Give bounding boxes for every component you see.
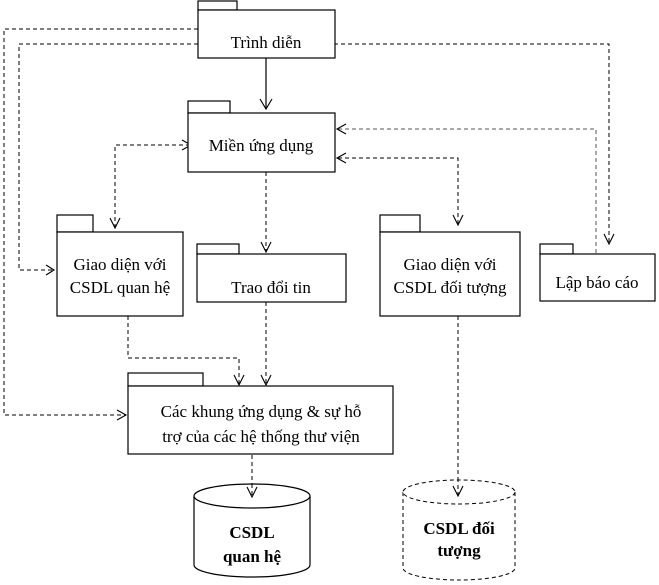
database-csdl-doi-tuong[interactable]: CSDL đối tượng xyxy=(402,479,516,581)
connector-mien-ung-dung-to-trao-doi-tin xyxy=(260,172,272,254)
package-label-line-1: Giao diện với xyxy=(403,255,496,274)
connector-mien-ung-dung-to-giao-dien-csdl-quan-he xyxy=(109,139,193,230)
package-label: Miền ứng dụng xyxy=(209,136,314,155)
package-trinh-dien[interactable]: Trình diễn xyxy=(197,0,336,59)
connector-mien-ung-dung-to-giao-dien-csdl-doi-tuong xyxy=(335,152,464,227)
arrowhead xyxy=(246,486,258,499)
package-label-line-2: trợ của các hệ thống thư viện xyxy=(162,427,360,446)
package-mien-ung-dung[interactable]: Miền ứng dụng xyxy=(187,100,336,173)
connector-trinh-dien-to-giao-dien-csdl-quan-he xyxy=(18,43,198,276)
package-label-line-1: Các khung ứng dụng & sự hỗ xyxy=(161,402,362,421)
package-label-line-2: CSDL đối tượng xyxy=(394,278,507,297)
package-label: Trình diễn xyxy=(231,33,302,52)
package-cac-khung-ung-dung[interactable]: Các khung ứng dụng & sự hỗ trợ của các h… xyxy=(127,372,394,455)
connector-trinh-dien-to-lap-bao-cao xyxy=(334,43,615,246)
database-label-line-1: CSDL đối xyxy=(423,519,495,538)
connector-trinh-dien-to-mien-ung-dung xyxy=(259,58,273,111)
package-trao-doi-tin[interactable]: Trao đổi tin xyxy=(196,243,347,303)
package-label-line-2: CSDL quan hệ xyxy=(70,278,170,297)
connector-giao-dien-csdl-quan-he-to-cac-khung xyxy=(127,316,245,387)
database-label-line-1: CSDL xyxy=(229,523,274,542)
database-csdl-quan-he[interactable]: CSDL quan hệ xyxy=(193,483,311,578)
package-giao-dien-csdl-doi-tuong[interactable]: Giao diện với CSDL đối tượng xyxy=(379,214,521,317)
connector-trao-doi-tin-to-cac-khung xyxy=(260,302,272,387)
connector-trinh-dien-to-cac-khung xyxy=(3,28,198,421)
package-label: Lập báo cáo xyxy=(555,273,638,292)
package-giao-dien-csdl-quan-he[interactable]: Giao diện với CSDL quan hệ xyxy=(56,214,184,317)
database-label-line-2: quan hệ xyxy=(223,547,282,566)
package-label: Trao đổi tin xyxy=(231,278,311,297)
database-label-line-2: tượng xyxy=(437,541,481,560)
connector-lap-bao-cao-to-mien-ung-dung xyxy=(335,123,597,253)
connector-giao-dien-csdl-doi-tuong-to-csdl-doi-tuong xyxy=(452,316,464,498)
arrowhead xyxy=(452,485,464,498)
package-label-line-1: Giao diện với xyxy=(73,255,166,274)
package-lap-bao-cao[interactable]: Lập báo cáo xyxy=(539,243,656,302)
